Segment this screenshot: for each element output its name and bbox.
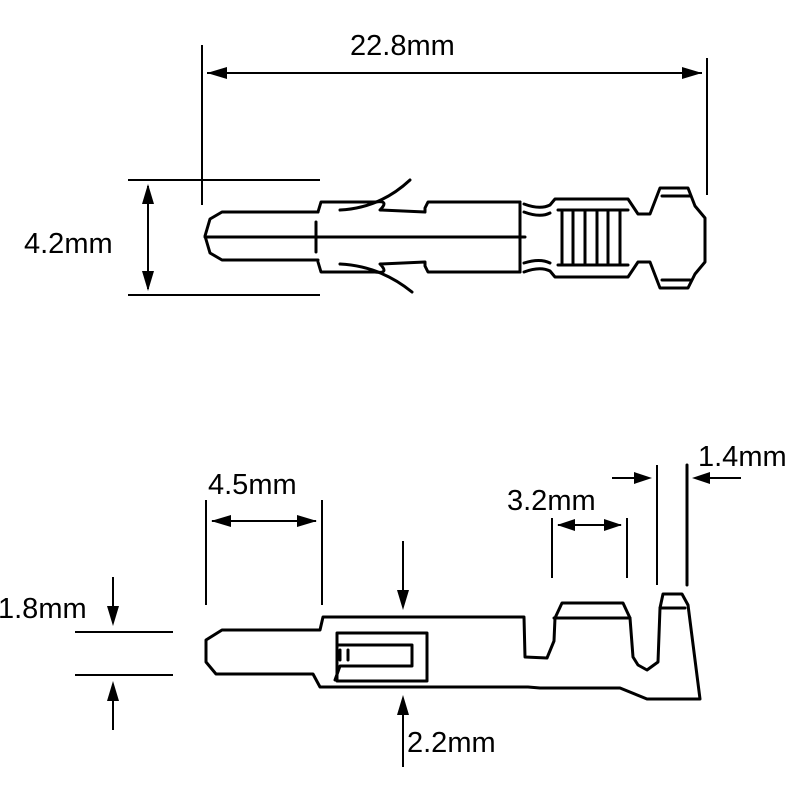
tip-height-label: 1.8mm <box>0 593 87 625</box>
top-view: 22.8mm 4.2mm <box>24 30 708 296</box>
tip-length-label: 4.5mm <box>208 469 297 501</box>
tip-height-dimension: 1.8mm <box>0 577 173 730</box>
body-height-label: 2.2mm <box>407 727 496 759</box>
overall-length-dimension: 22.8mm <box>201 30 708 205</box>
overall-height-dimension: 4.2mm <box>24 179 320 296</box>
insulation-tab-width-label: 1.4mm <box>698 441 787 473</box>
terminal-side-outline <box>204 592 702 701</box>
overall-length-label: 22.8mm <box>350 30 455 62</box>
wire-crimp-length-dimension: 3.2mm <box>507 485 628 578</box>
body-height-dimension: 2.2mm <box>397 541 496 767</box>
overall-height-label: 4.2mm <box>24 228 113 260</box>
latch-window <box>335 631 429 683</box>
tip-length-dimension: 4.5mm <box>205 469 323 605</box>
side-view: 4.5mm 1.8mm 2.2mm 3.2mm <box>0 441 787 767</box>
wire-crimp-length-label: 3.2mm <box>507 485 596 517</box>
terminal-top-outline <box>203 178 707 294</box>
insulation-tab-width-dimension: 1.4mm <box>612 441 787 587</box>
